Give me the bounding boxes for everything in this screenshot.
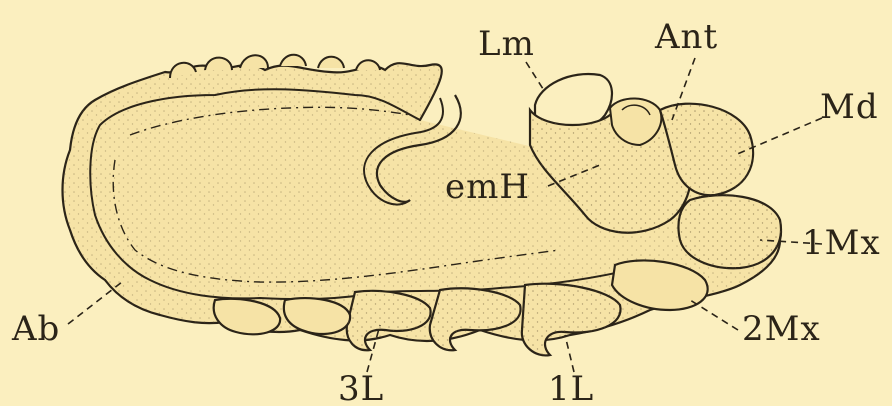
label-md: Md <box>820 87 879 127</box>
label-emh: emH <box>445 167 530 207</box>
label-ant: Ant <box>654 17 718 57</box>
first-maxilla <box>678 195 780 268</box>
label-ab: Ab <box>11 309 60 349</box>
label-2mx: 2Mx <box>742 309 821 349</box>
label-lm: Lm <box>478 24 535 64</box>
label-3l: 3L <box>338 369 384 406</box>
label-1mx: 1Mx <box>802 223 881 263</box>
label-1l: 1L <box>548 369 594 406</box>
